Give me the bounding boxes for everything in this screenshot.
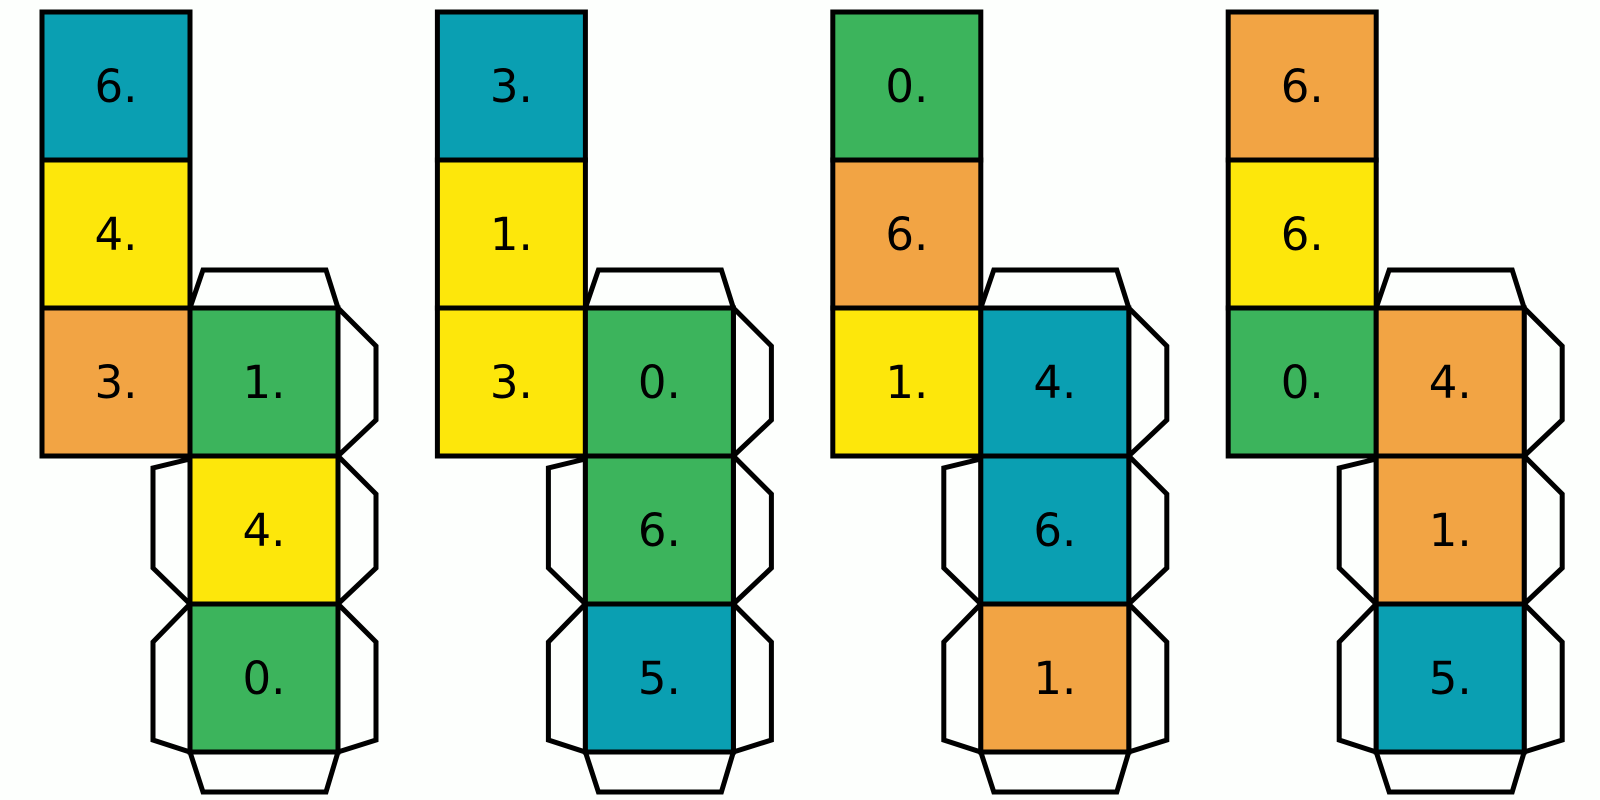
face-square — [978, 601, 1132, 755]
face-square — [1373, 601, 1527, 755]
face-label: 6. — [1281, 60, 1324, 113]
face-square — [978, 453, 1132, 607]
fold-tab-right-2 — [730, 449, 774, 610]
face-label: 6. — [95, 60, 138, 113]
face-label: 6. — [638, 504, 681, 557]
fold-tab-left-2 — [545, 597, 588, 756]
face-square — [1373, 453, 1527, 607]
face-label: 1. — [490, 208, 533, 261]
fold-tab-left-1 — [1336, 455, 1379, 610]
face-square — [582, 601, 736, 755]
fold-tab-top — [1372, 267, 1528, 311]
fold-tab-right-1 — [730, 301, 774, 462]
face-square — [39, 9, 193, 163]
face-square — [187, 305, 341, 459]
face-label: 3. — [490, 60, 533, 113]
face-square — [1373, 305, 1527, 459]
face-square — [978, 305, 1132, 459]
cube-net-1: 6. 4. 3. 1. 4. 0. — [39, 9, 379, 795]
fold-tab-left-1 — [545, 455, 588, 610]
fold-tab-left-2 — [150, 597, 193, 756]
fold-tab-left-1 — [941, 455, 984, 610]
face-label: 1. — [243, 356, 286, 409]
face-label: 1. — [885, 356, 928, 409]
face-label: 1. — [1033, 652, 1076, 705]
fold-tab-right-3 — [335, 597, 379, 756]
fold-tab-right-1 — [1126, 301, 1170, 462]
face-label: 4. — [1033, 356, 1076, 409]
face-square — [1225, 9, 1379, 163]
fold-tab-top — [977, 267, 1133, 311]
cube-net-4: 6. 6. 0. 4. 1. 5. — [1225, 9, 1565, 795]
fold-tab-left-2 — [1336, 597, 1379, 756]
fold-tab-right-2 — [1521, 449, 1565, 610]
face-label: 0. — [885, 60, 928, 113]
fold-tab-right-2 — [335, 449, 379, 610]
face-square — [582, 453, 736, 607]
face-label: 3. — [490, 356, 533, 409]
fold-tab-right-1 — [335, 301, 379, 462]
fold-tab-right-2 — [1126, 449, 1170, 610]
face-label: 4. — [95, 208, 138, 261]
face-square — [187, 601, 341, 755]
face-label: 0. — [638, 356, 681, 409]
face-square — [1225, 305, 1379, 459]
fold-tab-left-1 — [150, 455, 193, 610]
face-label: 4. — [243, 504, 286, 557]
face-label: 0. — [1281, 356, 1324, 409]
fold-tab-top — [186, 267, 342, 311]
face-label: 6. — [1033, 504, 1076, 557]
face-square — [39, 305, 193, 459]
face-label: 3. — [95, 356, 138, 409]
face-label: 6. — [1281, 208, 1324, 261]
fold-tab-left-2 — [941, 597, 984, 756]
fold-tab-bottom — [581, 749, 737, 795]
face-label: 6. — [885, 208, 928, 261]
fold-tab-top — [581, 267, 737, 311]
fold-tab-right-3 — [1126, 597, 1170, 756]
fold-tab-bottom — [1372, 749, 1528, 795]
face-square — [434, 157, 588, 311]
fold-tab-right-3 — [730, 597, 774, 756]
face-square — [582, 305, 736, 459]
face-label: 1. — [1429, 504, 1472, 557]
fold-tab-right-1 — [1521, 301, 1565, 462]
face-label: 5. — [1429, 652, 1472, 705]
face-label: 0. — [243, 652, 286, 705]
cube-net-2: 3. 1. 3. 0. 6. 5. — [434, 9, 774, 795]
fold-tab-right-3 — [1521, 597, 1565, 756]
face-label: 4. — [1429, 356, 1472, 409]
face-square — [434, 305, 588, 459]
face-label: 5. — [638, 652, 681, 705]
cube-net-3: 0. 6. 1. 4. 6. 1. — [830, 9, 1170, 795]
face-square — [1225, 157, 1379, 311]
fold-tab-bottom — [186, 749, 342, 795]
fold-tab-bottom — [977, 749, 1133, 795]
face-square — [830, 157, 984, 311]
